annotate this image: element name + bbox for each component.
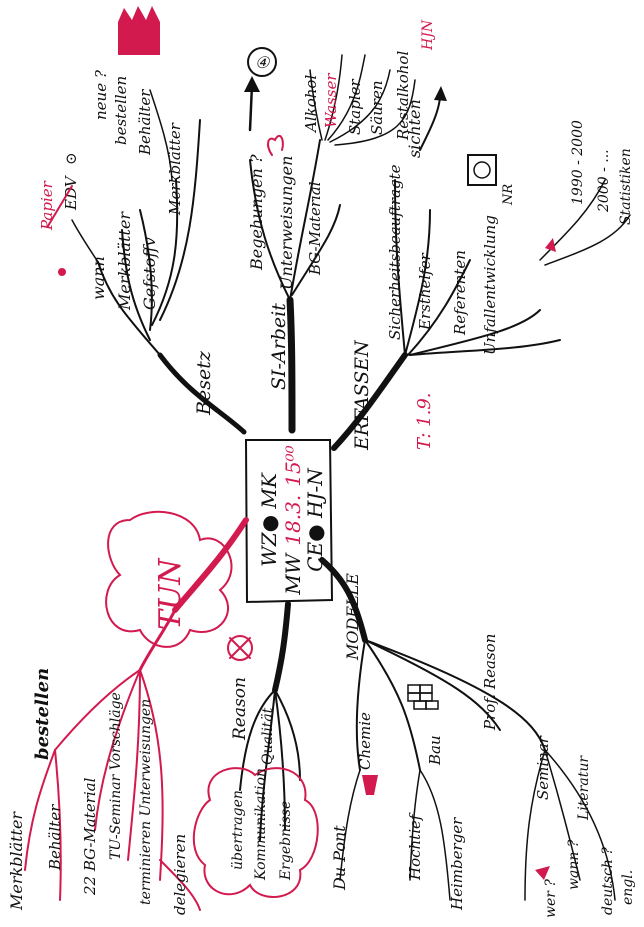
branch-si-arbeit: ④ SI-Arbeit Begehungen ? Unterweisungen … (244, 19, 447, 430)
red-triangle (545, 238, 556, 252)
tun-main: TUN (153, 557, 188, 630)
reason-sub-2: Ergebnisse (278, 801, 294, 881)
reason-main: Reason (230, 677, 250, 741)
besetzen-extra-0: Papier (38, 180, 56, 231)
besetzen-extra-1: EDV (62, 174, 80, 211)
modelle-sub-7: wer ? (543, 879, 559, 918)
red-dot (58, 268, 66, 276)
erfassen-sub-5: 1990 - 2000 (570, 120, 586, 205)
modelle-sub-3: Hochtief (406, 812, 424, 881)
si-sub-2: BG-Material (306, 181, 324, 276)
crown-doodle (118, 6, 160, 55)
si-sub-4: Wasser (322, 73, 340, 128)
tun-sub-1: bestellen (32, 668, 53, 760)
brick-doodle (408, 685, 438, 709)
modelle-sub-6: Seminar (534, 735, 552, 800)
erfassen-sub-8: NR (501, 184, 516, 206)
si-extra-0: ④ (255, 53, 271, 72)
reason-sub-1: Kommunikation (253, 768, 269, 881)
besetzen-extra-2: ⊙ (62, 152, 80, 165)
branch-tun: TUN Merkblätter bestellen Behälter 22 BG… (7, 512, 246, 915)
erfassen-main: ERFASSEN (351, 339, 373, 451)
besetzen-sub-1: Merkblätter (115, 211, 134, 311)
modelle-sub-0: Chemie (356, 712, 374, 770)
si-sub-0: Begehungen ? (247, 154, 266, 271)
erfassen-sub-4: Unfallentwicklung (481, 215, 499, 355)
besetzen-sub-0: wann (89, 256, 108, 300)
besetzen-sub-4: Merkblätter (166, 122, 184, 216)
erfassen-sub-1: Sicherheitsbeauftragte (386, 164, 404, 340)
center-node: WZ● MK MW18.3.15⁰⁰ CE● HJ-N (246, 440, 332, 602)
hand-doodle (268, 136, 283, 155)
beaker-doodle (362, 775, 378, 795)
tun-sub-6: delegieren (171, 834, 189, 915)
besetzen-main: Besetz (193, 350, 215, 416)
erfassen-sub-3: Referenten (451, 250, 469, 336)
tun-sub-2: Behälter (46, 804, 64, 871)
si-extra-1: HJN (420, 19, 436, 51)
erfassen-sub-7: Statistiken (618, 148, 634, 225)
center-line1: WZ● MK (257, 472, 281, 567)
tun-sub-3: 22 BG-Material (81, 777, 99, 896)
modelle-sub-1: Du Pont (330, 825, 349, 891)
modelle-sub-10: deutsch ? (600, 847, 616, 915)
modelle-sub-11: engl. (620, 870, 636, 905)
si-sub-6: Säuren (368, 80, 386, 135)
tun-sub-5: terminieren Unterweisungen (138, 699, 154, 905)
modelle-sub-2: Bau (426, 735, 444, 766)
branch-reason: Reason übertragen Kommunikation Ergebnis… (194, 604, 318, 897)
si-main: SI-Arbeit (268, 303, 290, 390)
modelle-sub-4: Heimberger (448, 817, 466, 911)
erfassen-sub-2: Ersthelfer (416, 252, 434, 331)
modelle-main: MODELLE (343, 573, 362, 661)
branch-besetzen: Besetz wann Merkblätter Gefstoffv Behält… (38, 6, 244, 432)
tun-sub-4: TU-Seminar Vorschläge (108, 692, 124, 860)
branch-modelle: MODELLE Chemie Du Pont Bau Hochtief Heim… (322, 560, 636, 918)
tun-sub-0: Merkblätter (7, 811, 26, 911)
besetzen-sub-3: Behälter (136, 89, 154, 156)
besetzen-sub-6: neue ? (92, 69, 110, 120)
modelle-sub-5: Prof. Reason (481, 634, 499, 731)
reason-sub-0: übertragen (230, 790, 246, 870)
erfassen-sub-6: 2000 - ... (596, 149, 612, 213)
besetzen-sub-5: bestellen (112, 76, 130, 145)
red-marker (535, 866, 550, 880)
erfassen-extra-0: T: 1.9. (414, 393, 435, 451)
smiley-box (468, 155, 496, 185)
branch-erfassen: ERFASSEN sichten Sicherheitsbeauftragte … (334, 99, 634, 451)
erfassen-sub-0: sichten (405, 99, 424, 158)
modelle-sub-8: wann ? (566, 839, 582, 890)
si-sub-5: Stapler (346, 78, 364, 135)
besetzen-sub-2: Gefstoffv (140, 237, 159, 310)
si-sub-1: Unterweisungen (277, 156, 296, 290)
center-line2: MW18.3.15⁰⁰ (281, 445, 305, 595)
center-line3: CE● HJ-N (303, 467, 327, 572)
reason-sub-3: Qualität (260, 707, 276, 765)
modelle-sub-9: Literatur (576, 755, 592, 821)
si-sub-3: Alkohol (302, 75, 320, 134)
